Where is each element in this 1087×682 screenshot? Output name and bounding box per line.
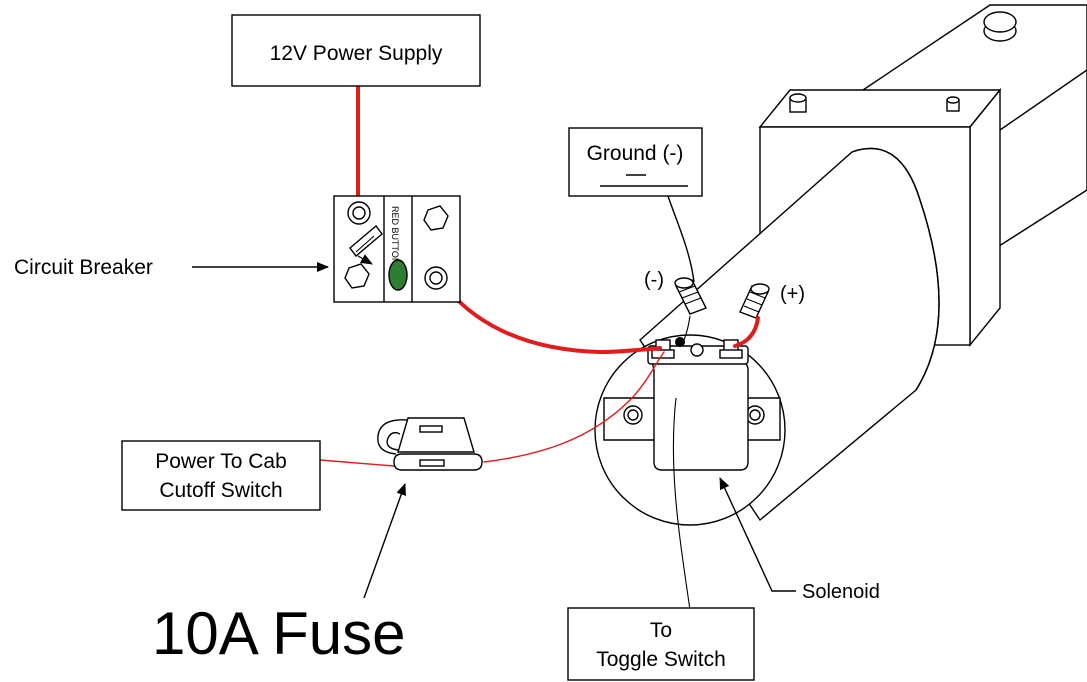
cab-cutoff-box: Power To Cab Cutoff Switch [121, 440, 321, 511]
toggle-switch-box: To Toggle Switch [567, 607, 755, 681]
solenoid-arrow [719, 477, 796, 592]
terminal-post-icon [719, 339, 743, 359]
breaker-button[interactable] [388, 259, 408, 291]
negative-post-label: (-) [644, 269, 664, 291]
fuse-label: 10A Fuse [152, 600, 406, 667]
red-button-label: RED BUTTON [390, 206, 400, 264]
positive-cable-boot-icon [739, 283, 770, 319]
stud-icon [789, 93, 807, 113]
circuit-breaker-icon: RED BUTTON [333, 195, 461, 303]
toggle-line2: Toggle Switch [596, 648, 726, 671]
solenoid [647, 337, 749, 471]
wire-positive-post [733, 316, 760, 348]
blade-fuse-holder-icon [377, 417, 483, 471]
solenoid-label: Solenoid [802, 581, 880, 603]
filler-cap-icon [983, 11, 1017, 42]
wire-breaker-to-solenoid [440, 280, 662, 354]
wire-fuse-to-solenoid [483, 351, 665, 463]
wire-to-cab-cutoff [319, 459, 395, 467]
stud-icon [946, 96, 960, 112]
cab-cutoff-line2: Cutoff Switch [159, 479, 282, 502]
wire-to-toggle-switch [672, 397, 691, 611]
ground-symbol-icon [600, 174, 688, 187]
power-supply-label: 12V Power Supply [270, 42, 443, 65]
positive-post-label: (+) [780, 283, 805, 305]
wire-ground [667, 195, 695, 283]
power-supply-box: 12V Power Supply [231, 14, 481, 87]
cab-cutoff-line1: Power To Cab [155, 450, 287, 473]
negative-cable-boot-icon [674, 277, 707, 315]
circuit-breaker-label: Circuit Breaker [14, 256, 153, 279]
bolt-icon [623, 405, 643, 425]
ground-label: Ground (-) [587, 142, 684, 165]
toggle-line1: To [650, 619, 672, 642]
fuse-arrow [363, 483, 406, 599]
wiring [319, 84, 760, 611]
ground-box: Ground (-) [568, 127, 703, 197]
